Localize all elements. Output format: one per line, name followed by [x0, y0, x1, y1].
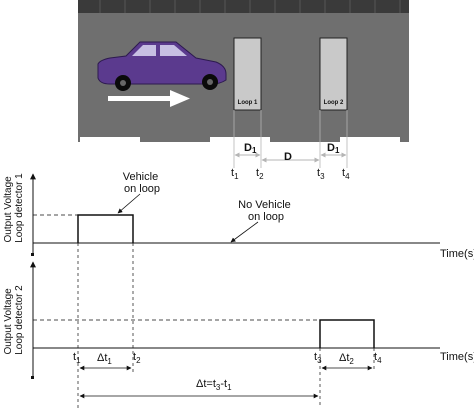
road-top-ticks [99, 0, 401, 13]
loop-1-label: Loop 1 [238, 100, 258, 106]
road-top-edge [78, 0, 409, 13]
loop-1 [233, 37, 262, 111]
road-scene: Loop 1 Loop 2 [78, 0, 409, 142]
graph2-time-t1: t1 [73, 351, 81, 365]
direction-arrow-icon [108, 90, 190, 107]
graph2-time-t3: t3 [314, 351, 322, 365]
graph1-pulse [77, 214, 134, 243]
d1-left-label: D1 [244, 142, 257, 155]
graph2-origin-mark [31, 376, 34, 379]
time-label-top-t4: t4 [342, 167, 350, 181]
delta-total-label: Δt=t3-t1 [196, 378, 232, 392]
graph2-x-axis-label: Time(s) [440, 351, 474, 363]
no-vehicle-on-loop-label: No Vehicle on loop [238, 199, 294, 223]
graph1-origin-mark [31, 253, 34, 256]
loop-2-label: Loop 2 [324, 100, 344, 106]
distance-annotations: D1 D D1 t1 t2 t3 t4 [231, 110, 350, 181]
time-label-top-t2: t2 [256, 167, 264, 181]
time-projection-lines [77, 243, 375, 408]
lane-markings [80, 137, 400, 142]
delta-t1-label: Δt1 [97, 352, 112, 366]
graph2-y-axis-label: Output Voltage Loop detector 2 [3, 285, 25, 355]
delta-t2-label: Δt2 [339, 352, 354, 366]
graph1-y-axis-label: Output Voltage Loop detector 1 [3, 173, 25, 243]
d-label: D [284, 151, 292, 163]
graph2-time-t2: t2 [133, 351, 141, 365]
graph-loop-detector-2: Output Voltage Loop detector 2 Time(s) t… [3, 243, 474, 408]
time-label-top-t3: t3 [317, 167, 325, 181]
d1-right-label: D1 [327, 142, 340, 155]
graph1-x-axis-label: Time(s) [440, 248, 474, 260]
graph-loop-detector-1: Output Voltage Loop detector 1 Time(s) V… [3, 171, 474, 260]
no-vehicle-pointer [230, 221, 259, 243]
graph2-pulse [319, 319, 375, 348]
vehicle-on-loop-label: Vehicle on loop [123, 171, 162, 195]
graph2-time-t4: t4 [374, 351, 382, 365]
vehicle-on-loop-pointer [117, 193, 141, 214]
car-icon [97, 41, 227, 91]
loop-2 [319, 37, 348, 111]
time-label-top-t1: t1 [231, 167, 239, 181]
